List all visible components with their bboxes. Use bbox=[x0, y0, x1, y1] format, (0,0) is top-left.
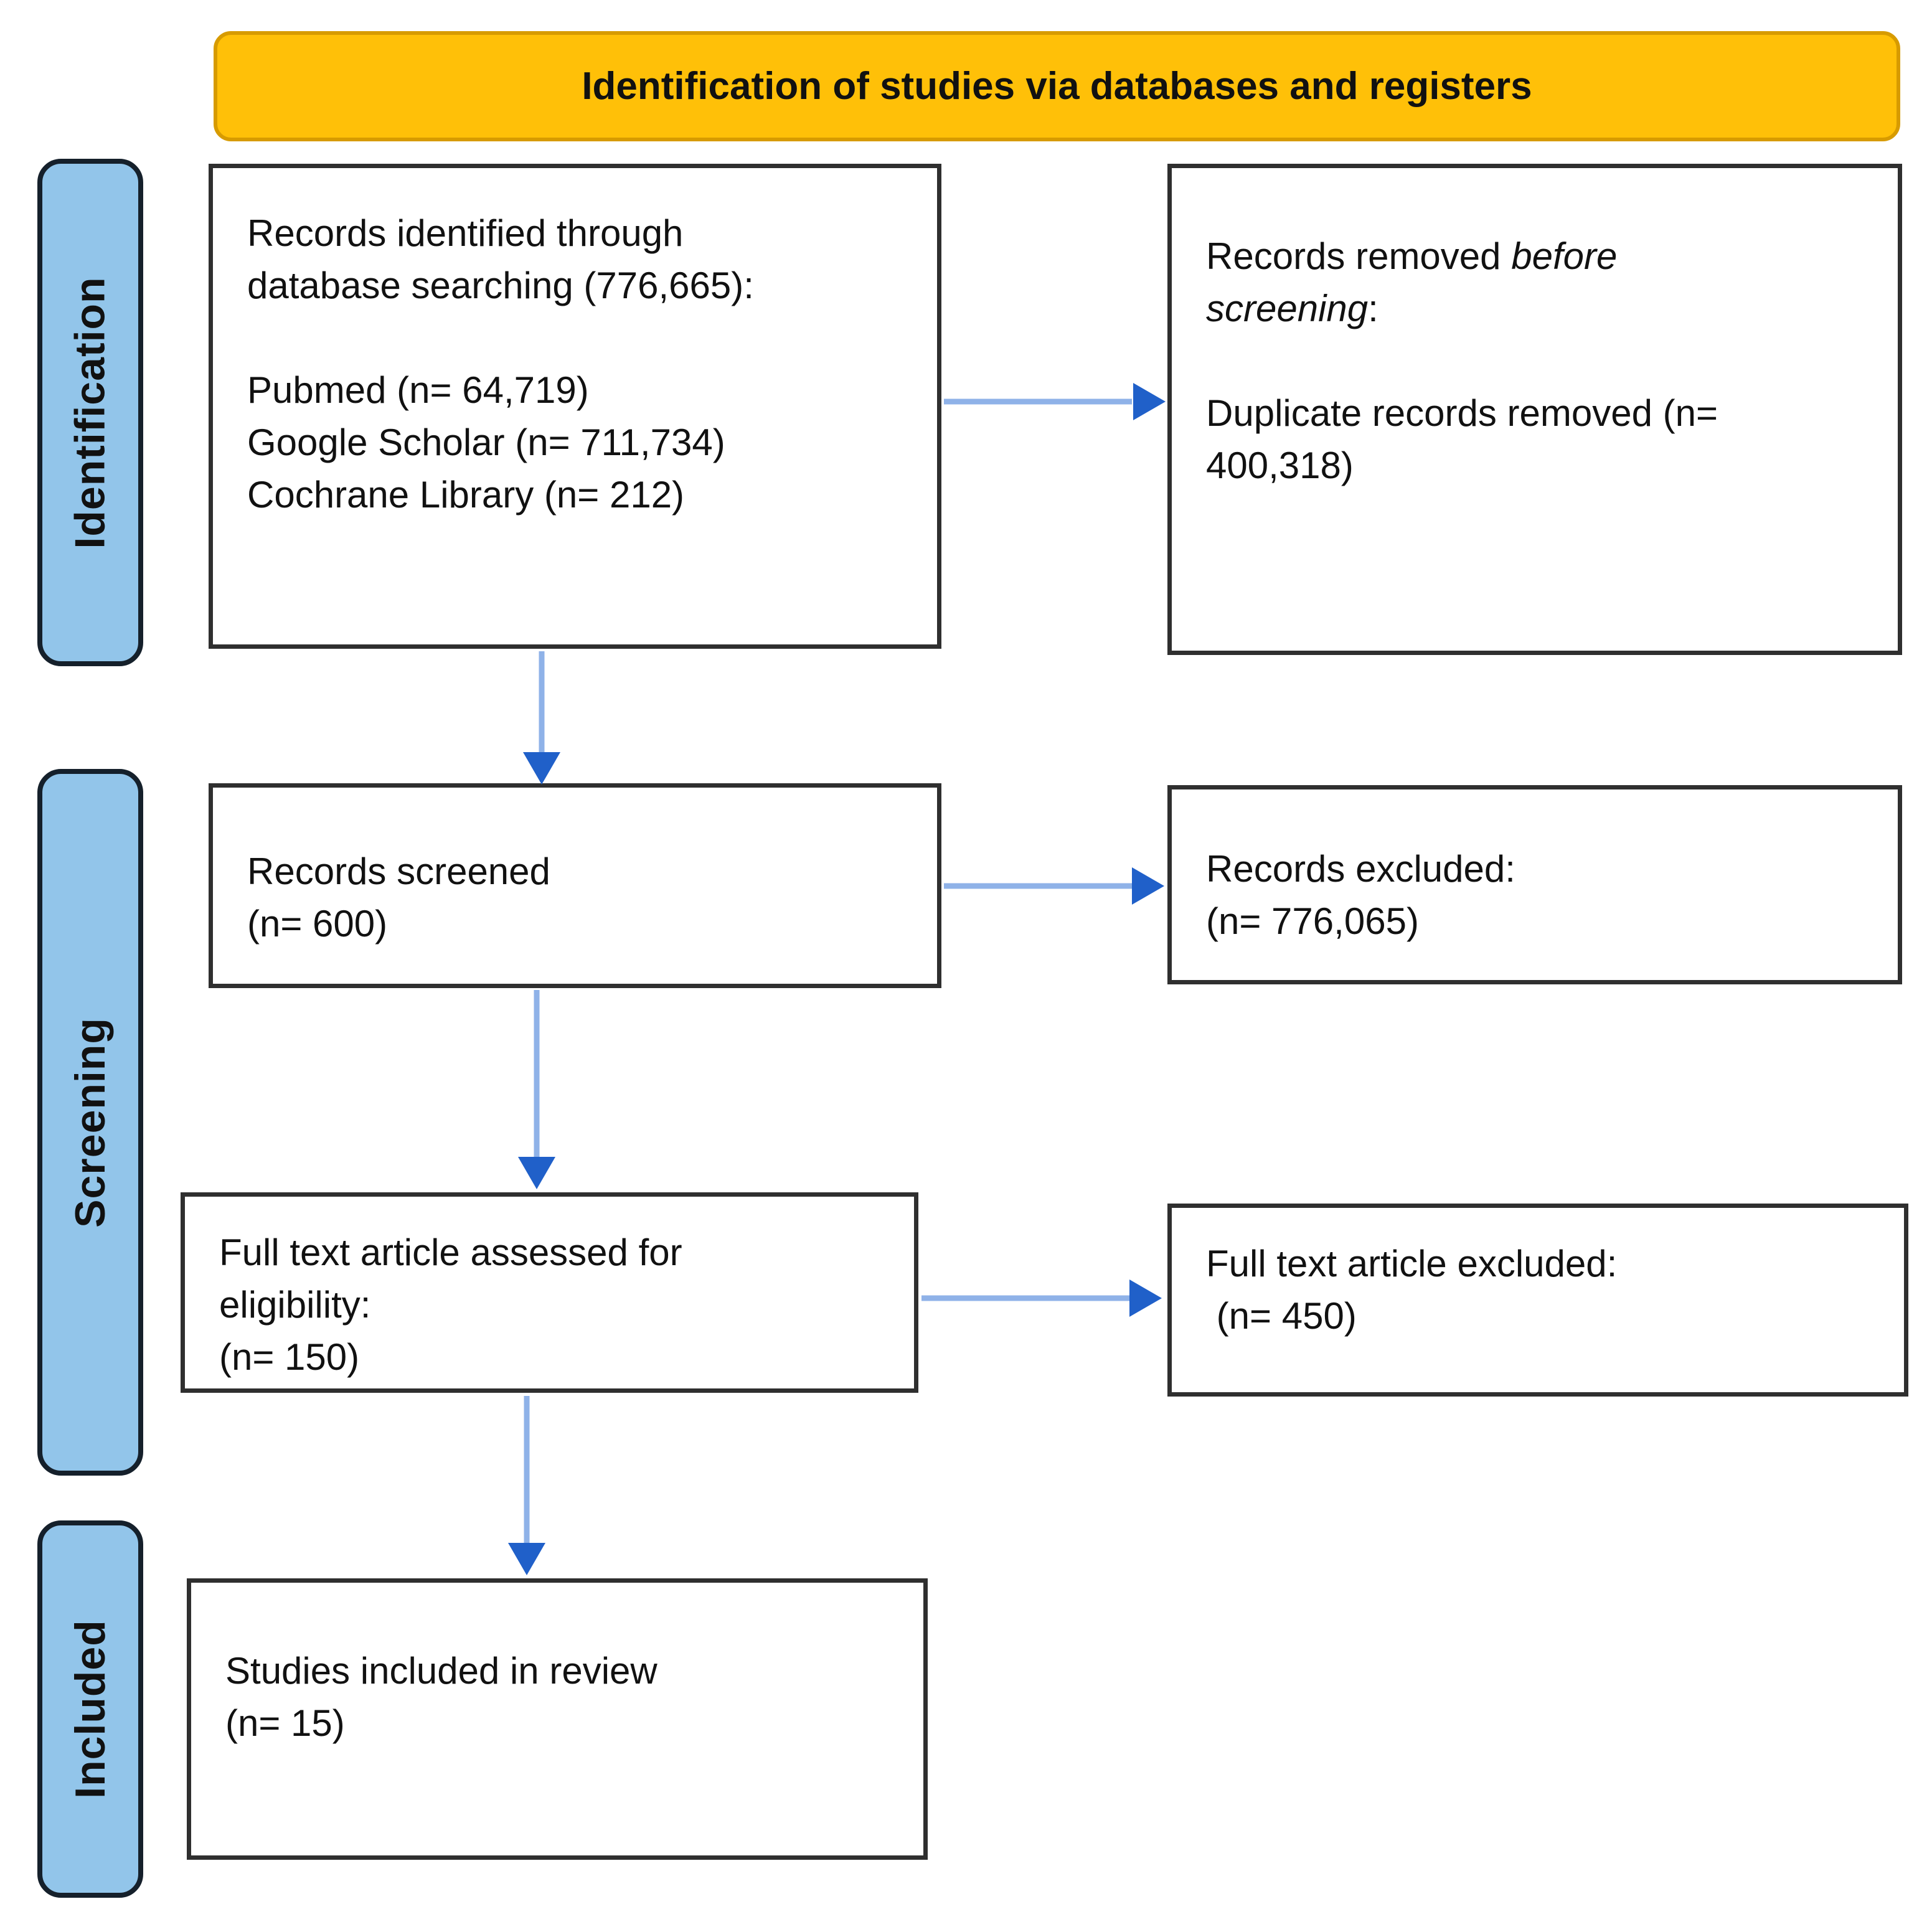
box-fulltext-excluded: Full text article excluded: (n= 450) bbox=[1167, 1204, 1908, 1397]
box-text-line: Studies included in review bbox=[225, 1650, 657, 1692]
box-text-line: (n= 150) bbox=[219, 1336, 360, 1378]
box-text-line: (n= 776,065) bbox=[1206, 900, 1419, 942]
box-text-segment-italic: before bbox=[1511, 235, 1618, 277]
box-text-line: Google Scholar (n= 711,734) bbox=[247, 422, 725, 463]
box-text-line: Records identified through bbox=[247, 212, 684, 254]
box-text-line: (n= 600) bbox=[247, 903, 388, 945]
arrow-head-identified-to-removed bbox=[1133, 383, 1166, 420]
box-text-line: eligibility: bbox=[219, 1284, 371, 1326]
box-records-screened: Records screened (n= 600) bbox=[209, 783, 941, 988]
box-text-line: (n= 15) bbox=[225, 1702, 345, 1744]
box-text-line: Full text article excluded: bbox=[1206, 1243, 1618, 1284]
box-text-line: Full text article assessed for bbox=[219, 1232, 682, 1273]
box-studies-included: Studies included in review (n= 15) bbox=[187, 1578, 928, 1860]
box-text-line: Records screened bbox=[247, 851, 550, 892]
box-text-segment: : bbox=[1368, 288, 1378, 329]
box-records-excluded: Records excluded: (n= 776,065) bbox=[1167, 785, 1902, 984]
stage-label-identification-text: Identification bbox=[67, 276, 115, 549]
box-text-line: Pubmed (n= 64,719) bbox=[247, 369, 589, 411]
stage-label-screening-text: Screening bbox=[67, 1017, 114, 1228]
box-records-identified: Records identified through database sear… bbox=[209, 164, 941, 649]
stage-label-identification: Identification bbox=[37, 159, 143, 666]
box-text-segment: Records removed bbox=[1206, 235, 1512, 277]
box-text-line: Cochrane Library (n= 212) bbox=[247, 474, 685, 516]
box-text-line: Duplicate records removed (n= bbox=[1206, 392, 1718, 434]
blank-line bbox=[1206, 335, 1879, 387]
arrow-head-screened-to-assessed bbox=[518, 1157, 555, 1189]
blank-line bbox=[247, 312, 918, 364]
stage-label-included-text: Included bbox=[67, 1619, 115, 1799]
box-fulltext-assessed: Full text article assessed for eligibili… bbox=[181, 1192, 918, 1393]
box-text-line: Records excluded: bbox=[1206, 848, 1515, 890]
arrow-head-assessed-to-included bbox=[508, 1543, 545, 1575]
box-text-segment-italic: screening bbox=[1206, 288, 1369, 329]
box-text-line: Records removed before bbox=[1206, 230, 1879, 283]
title-banner-label: Identification of studies via databases … bbox=[582, 65, 1532, 108]
arrow-head-assessed-to-ftexcluded bbox=[1129, 1279, 1162, 1317]
box-records-removed: Records removed before screening: Duplic… bbox=[1167, 164, 1902, 655]
title-banner: Identification of studies via databases … bbox=[214, 31, 1900, 141]
box-text-line: screening: bbox=[1206, 283, 1879, 335]
arrow-head-screened-to-excluded bbox=[1132, 867, 1164, 905]
box-text-line: 400,318) bbox=[1206, 445, 1354, 486]
stage-label-included: Included bbox=[37, 1520, 143, 1898]
box-text-line: (n= 450) bbox=[1206, 1295, 1357, 1337]
stage-label-screening: Screening bbox=[37, 769, 143, 1476]
box-text-line: database searching (776,665): bbox=[247, 265, 754, 306]
arrow-head-identified-to-screened bbox=[523, 752, 560, 785]
